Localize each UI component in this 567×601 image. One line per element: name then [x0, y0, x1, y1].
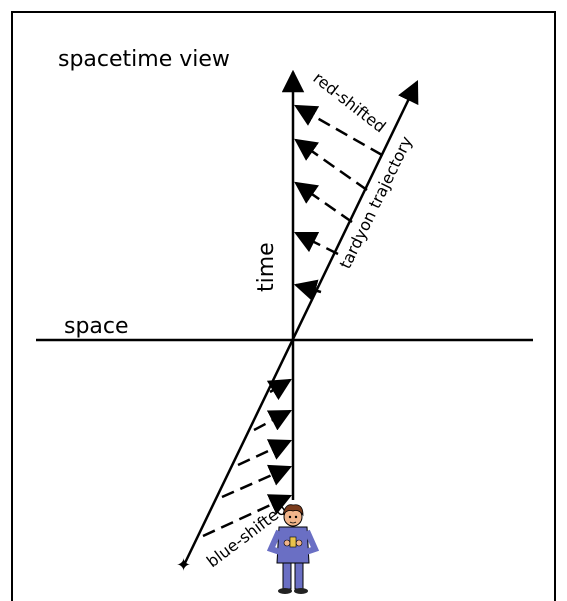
red-shifted-signals: [293, 104, 383, 302]
red-signal-2: [294, 138, 368, 192]
blue-signal-4: [221, 464, 293, 499]
red-shifted-label: red-shifted: [310, 68, 390, 136]
blue-shifted-signals: [202, 378, 293, 538]
red-signal-4: [293, 231, 339, 256]
frame-border: [11, 11, 556, 601]
space-axis-label: space: [64, 314, 129, 339]
red-signal-5: [293, 279, 322, 302]
time-axis-label: time: [254, 242, 279, 292]
blue-signal-5: [202, 494, 293, 538]
blue-signal-1: [266, 378, 292, 401]
diagram-title: spacetime view: [58, 47, 230, 72]
trajectory-start-star: ✦: [176, 555, 191, 576]
red-signal-3: [294, 181, 353, 224]
tardyon-trajectory: [182, 79, 419, 566]
red-signal-1: [294, 104, 383, 157]
observer-figure-icon: [266, 504, 320, 594]
blue-signal-3: [237, 439, 293, 467]
blue-signal-2: [253, 409, 292, 432]
tardyon-trajectory-label: tardyon trajectory: [336, 133, 417, 272]
